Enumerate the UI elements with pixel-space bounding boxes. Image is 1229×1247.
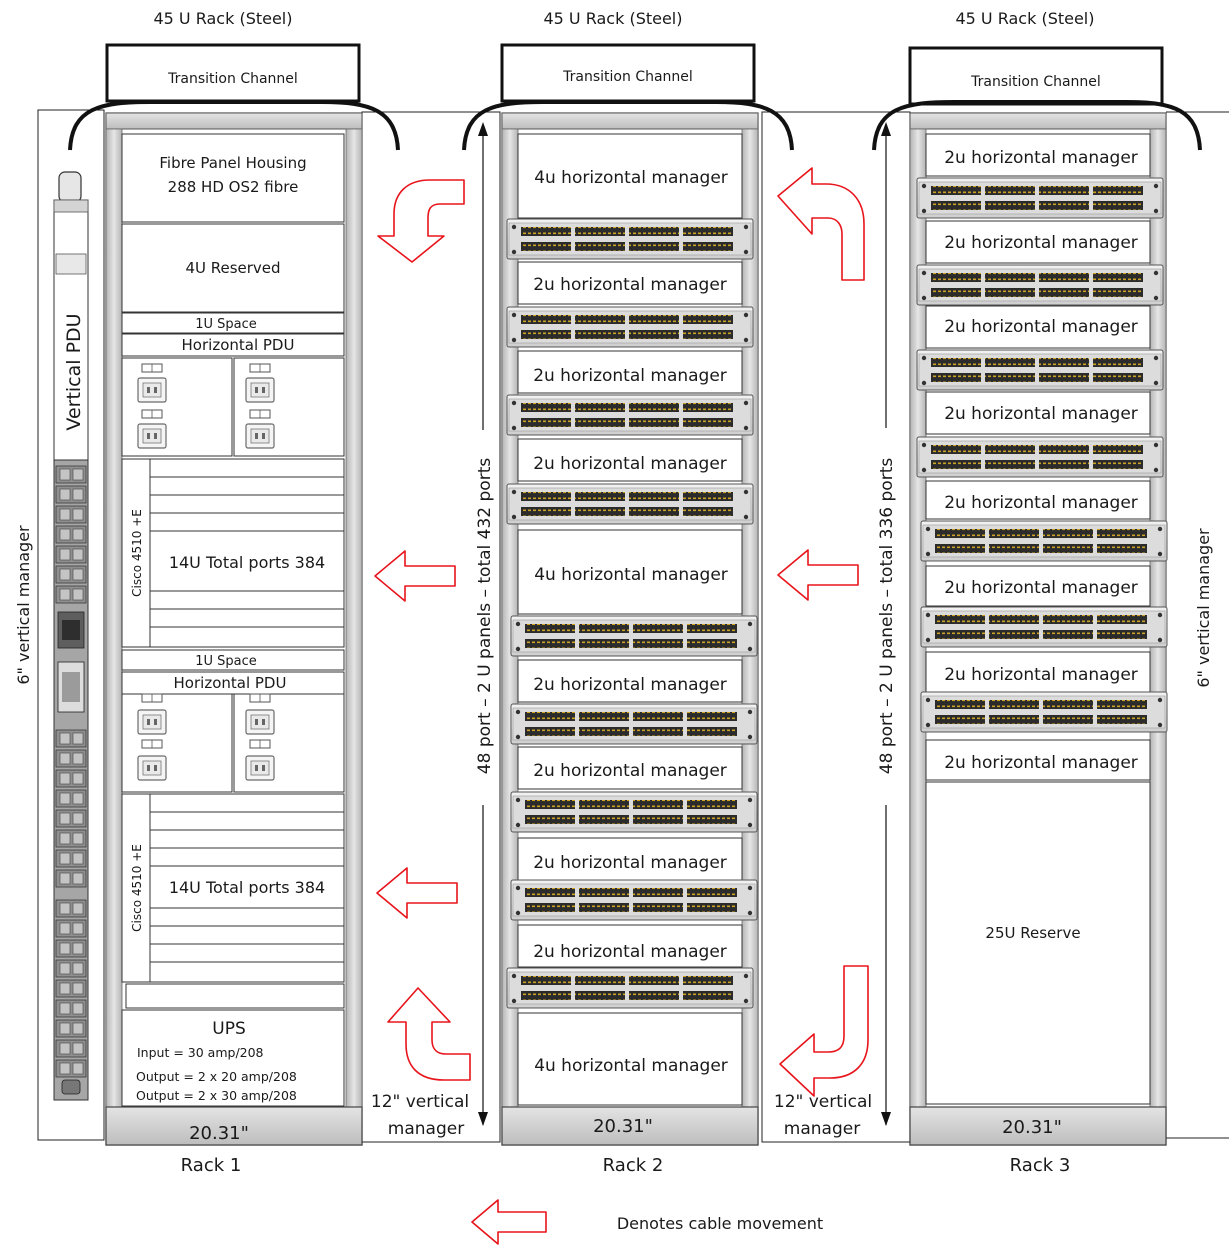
space2-label: 1U Space [195,654,257,669]
vm12-a-label-line2: manager [388,1119,464,1139]
space1-label: 1U Space [195,317,257,332]
rack2-manager-10: 4u horizontal manager [534,1056,728,1076]
rack1-transition-channel: Transition Channel [105,43,361,103]
vm-right-label: 6" vertical manager [1194,528,1213,688]
rack3-manager-8: 2u horizontal manager [944,753,1138,773]
rack2-manager-7: 2u horizontal manager [533,761,727,781]
fibre-line2: 288 HD OS2 fibre [168,178,299,196]
legend-arrow-icon [471,1199,547,1245]
arrow-left-mid-1 [374,550,456,602]
vm12-a-label-line1: 12" vertical [371,1092,469,1112]
fibre-panel-housing: Fibre Panel Housing 288 HD OS2 fibre [121,133,345,223]
rack2-manager-4: 2u horizontal manager [533,454,727,474]
rack2-top-label: 45 U Rack (Steel) [543,9,682,28]
arrow-curve-bottom-left [387,987,471,1081]
rack3-manager-1: 2u horizontal manager [944,148,1138,168]
rack2-ports-label: 48 port – 2 U panels – total 432 ports [475,458,495,775]
rack1-top-arc [68,100,400,151]
rack3-ports-label: 48 port – 2 U panels – total 336 ports [877,458,897,775]
rack3-transition-label: Transition Channel [970,74,1101,90]
rack3-manager-4: 2u horizontal manager [944,404,1138,424]
rack1-name: Rack 1 [181,1155,242,1176]
hpdu2-outlets [121,693,345,793]
arrow-left-mid-3 [376,867,458,919]
rack2-manager-5: 4u horizontal manager [534,565,728,585]
arrow-curve-top-right [777,167,865,281]
rack3-reserve-label: 25U Reserve [985,924,1080,942]
reserved-label: 4U Reserved [185,259,280,277]
vm12-b-label-line1: 12" vertical [774,1092,872,1112]
legend-label: Denotes cable movement [617,1214,823,1233]
switch2-side-label: Cisco 4510 +E [130,844,144,932]
rack2-manager-6: 2u horizontal manager [533,675,727,695]
rack1-transition-label: Transition Channel [167,71,298,87]
vm-left-label: 6" vertical manager [14,525,33,685]
rack2-transition-channel: Transition Channel [500,43,756,103]
cisco-switch-1: Cisco 4510 +E 14U Total ports 384 [121,458,345,648]
rack2-ports-dimension: 48 port – 2 U panels – total 432 ports [472,122,496,1126]
ups-output1: Output = 2 x 20 amp/208 [136,1069,297,1084]
rack2-transition-label: Transition Channel [562,69,693,85]
rack2-manager-1: 4u horizontal manager [534,168,728,188]
fibre-line1: Fibre Panel Housing [159,154,306,172]
rack2-name: Rack 2 [603,1155,664,1176]
switch1-label: 14U Total ports 384 [169,553,325,572]
ups-input: Input = 30 amp/208 [137,1045,264,1060]
rack3-manager-6: 2u horizontal manager [944,578,1138,598]
rack3-manager-7: 2u horizontal manager [944,665,1138,685]
vertical-pdu: Vertical PDU [53,171,89,1101]
rack3-name: Rack 3 [1010,1155,1071,1176]
cisco-switch-2: Cisco 4510 +E 14U Total ports 384 [121,793,345,983]
rack3-contents: 2u horizontal manager 2u horizontal mana… [916,133,1168,1105]
reserved-4u: 4U Reserved [121,223,345,313]
hpdu2-label: Horizontal PDU [174,674,287,692]
rack2-contents: 4u horizontal manager 2u horizontal mana… [506,133,758,1106]
switch2-label: 14U Total ports 384 [169,878,325,897]
arrow-curve-top-left [377,179,465,263]
ups-title: UPS [212,1019,246,1039]
rack2-manager-8: 2u horizontal manager [533,853,727,873]
rack3-manager-2: 2u horizontal manager [944,233,1138,253]
vertical-pdu-label: Vertical PDU [63,313,85,430]
switch1-side-label: Cisco 4510 +E [130,509,144,597]
rack3-width-label: 20.31" [1002,1117,1062,1138]
arrow-curve-bottom-right [779,965,869,1097]
rack1-top-label: 45 U Rack (Steel) [153,9,292,28]
rack3-top-arc [872,100,1202,151]
hpdu1-label: Horizontal PDU [182,336,295,354]
rack2-manager-2: 2u horizontal manager [533,275,727,295]
cable-arrows [374,167,869,1097]
left-vertical-manager-frame [37,109,105,1141]
rack2-width-label: 20.31" [593,1116,653,1137]
ups: UPS Input = 30 amp/208 Output = 2 x 20 a… [121,1009,345,1107]
vm12-b-label-line2: manager [784,1119,860,1139]
rack2-manager-3: 2u horizontal manager [533,366,727,386]
rack3-manager-5: 2u horizontal manager [944,493,1138,513]
ups-output2: Output = 2 x 30 amp/208 [136,1088,297,1103]
rack3-ports-dimension: 48 port – 2 U panels – total 336 ports [874,122,898,1126]
legend: Denotes cable movement [471,1199,823,1245]
rack2-manager-9: 2u horizontal manager [533,942,727,962]
rack3-transition-channel: Transition Channel [908,46,1164,106]
rack3-manager-3: 2u horizontal manager [944,317,1138,337]
rack1-width-label: 20.31" [189,1123,249,1144]
rack2-top-arc [462,100,794,151]
arrow-left-mid-2 [777,549,859,601]
rack3-top-label: 45 U Rack (Steel) [955,9,1094,28]
hpdu1-outlets [121,357,345,457]
